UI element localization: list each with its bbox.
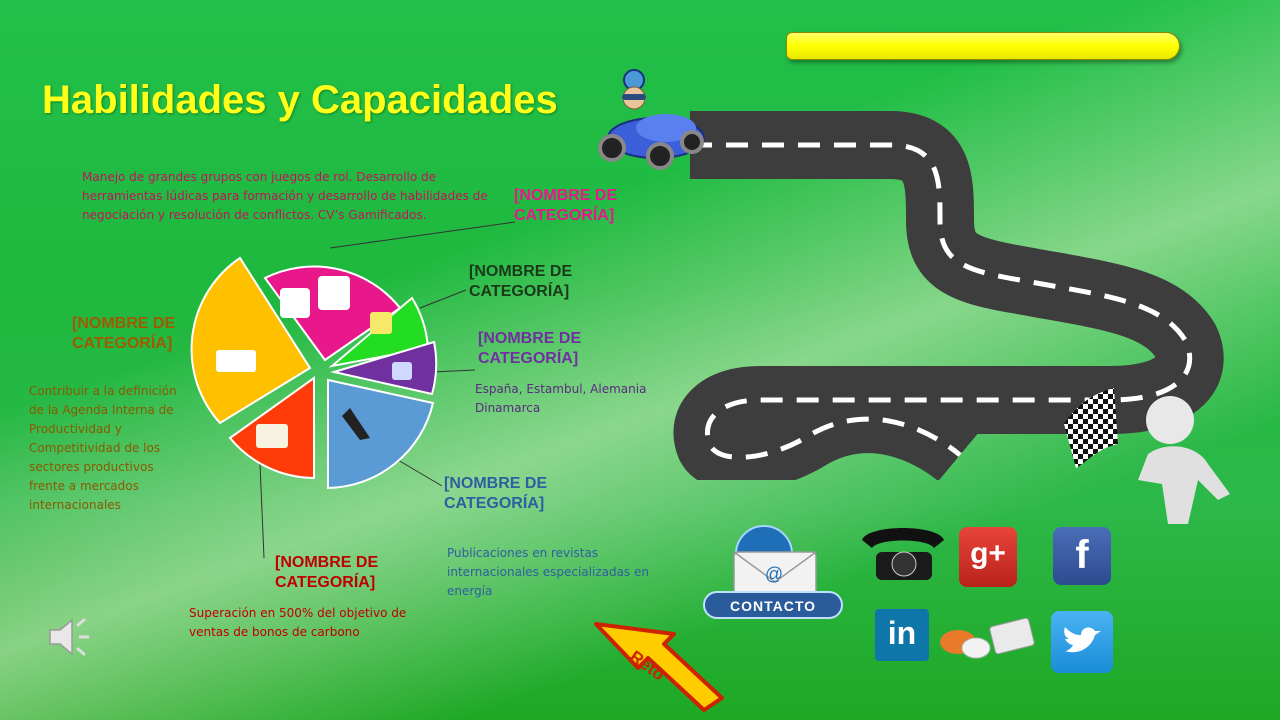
category-label-blue: [NOMBRE DE CATEGORÍA]: [444, 475, 548, 512]
linkedin-label: in: [887, 615, 917, 651]
linkedin-icon[interactable]: in: [875, 609, 929, 661]
roleplay-icon: [280, 288, 310, 318]
category-label-pink: [NOMBRE DE CATEGORÍA]: [514, 187, 618, 224]
growth-chart-icon: [216, 350, 256, 372]
description-blue: Publicaciones en revistas internacionale…: [447, 546, 649, 598]
telephone-icon[interactable]: [858, 522, 946, 582]
google-plus-label: g+: [970, 537, 1006, 570]
page-title: Habilidades y Capacidades: [42, 78, 558, 122]
quill-icon: [342, 408, 370, 440]
category-label-green: [NOMBRE DE CATEGORÍA]: [469, 263, 573, 300]
speaker-icon[interactable]: [46, 615, 94, 659]
globe-icon: [392, 362, 412, 380]
description-pink: Manejo de grandes grupos con juegos de r…: [82, 170, 488, 222]
handshake-icon: [370, 312, 392, 334]
pie-slice-blue[interactable]: [327, 378, 435, 490]
category-pie: [190, 221, 516, 559]
pie-slice-purple[interactable]: [330, 340, 438, 396]
description-purple: España, Estambul, Alemania Dinamarca: [475, 382, 647, 415]
contacto-button[interactable]: @ Contacto: [702, 524, 844, 622]
people-icon: [318, 276, 350, 310]
pie-slice-orange[interactable]: [190, 256, 312, 425]
category-label-orange: [NOMBRE DE CATEGORÍA]: [72, 315, 176, 352]
arrow-icon: [594, 622, 724, 712]
svg-text:@: @: [765, 564, 783, 584]
twitter-icon[interactable]: [1051, 611, 1113, 673]
category-label-red: [NOMBRE DE CATEGORÍA]: [275, 554, 379, 591]
progress-bar: [786, 32, 1180, 60]
checkered-flag-icon: [1064, 388, 1230, 524]
google-plus-icon[interactable]: g+: [959, 527, 1017, 587]
twitter-bird-icon: [1064, 627, 1101, 653]
facebook-label: f: [1075, 533, 1089, 577]
percent-icon: [256, 424, 288, 448]
category-label-purple: [NOMBRE DE CATEGORÍA]: [478, 330, 582, 367]
email-icon: @: [703, 525, 843, 619]
reto-button[interactable]: Reto: [594, 622, 724, 712]
description-red: Superación en 500% del objetivo de venta…: [189, 606, 407, 639]
contacto-label: Contacto: [729, 598, 817, 614]
facebook-icon[interactable]: f: [1053, 527, 1111, 585]
chat-mail-icon[interactable]: [936, 612, 1036, 664]
description-orange: Contribuir a la definición de la Agenda …: [29, 384, 177, 512]
car-icon[interactable]: [596, 68, 708, 172]
road-icon: [673, 111, 1224, 480]
